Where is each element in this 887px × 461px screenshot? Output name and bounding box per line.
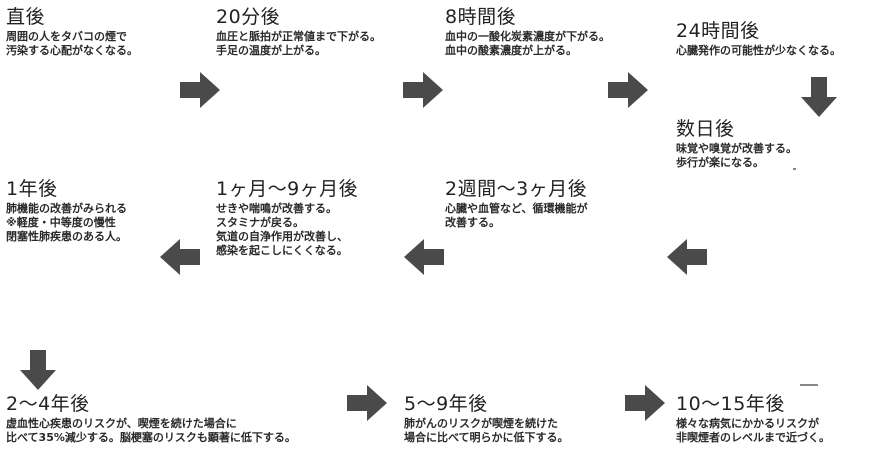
- step-few-days: 数日後 味覚や嗅覚が改善する。 歩行が楽になる。: [676, 118, 797, 170]
- step-20-minutes: 20分後 血圧と脈拍が正常値まで下がる。 手足の温度が上がる。: [216, 6, 381, 58]
- step-title: 8時間後: [445, 6, 517, 28]
- step-1-year: 1年後 肺機能の改善がみられる ※軽度・中等度の慢性 閉塞性肺疾患のある人。: [6, 178, 127, 244]
- step-title: 10〜15年後: [676, 393, 785, 415]
- step-2-4-years: 2〜4年後 虚血性心疾患のリスクが、喫煙を続けた場合に 比べて35%減少する。脳…: [6, 393, 296, 445]
- arrow-down-icon: [799, 77, 839, 117]
- step-title: 1ヶ月〜9ヶ月後: [216, 178, 359, 200]
- scan-artifact: [800, 384, 818, 386]
- step-description: 肺がんのリスクが喫煙を続けた 場合に比べて明らかに低下する。: [404, 417, 569, 444]
- arrow-left-icon: [404, 237, 444, 277]
- step-description: 血中の一酸化炭素濃度が下がる。 血中の酸素濃度が上がる。: [445, 30, 610, 57]
- step-title: 直後: [6, 6, 46, 28]
- arrow-right-icon: [347, 383, 387, 423]
- step-2-weeks-3-months: 2週間〜3ヶ月後 心臓や血管など、循環機能が 改善する。: [445, 178, 587, 230]
- arrow-right-icon: [625, 383, 665, 423]
- step-title: 5〜9年後: [404, 393, 488, 415]
- arrow-right-icon: [180, 70, 220, 110]
- step-title: 2〜4年後: [6, 393, 90, 415]
- step-title: 1年後: [6, 178, 58, 200]
- arrow-down-icon: [18, 350, 58, 390]
- step-description: 血圧と脈拍が正常値まで下がる。 手足の温度が上がる。: [216, 30, 381, 57]
- step-description: 心臓や血管など、循環機能が 改善する。: [445, 202, 588, 229]
- step-description: 味覚や嗅覚が改善する。 歩行が楽になる。: [676, 142, 797, 169]
- arrow-left-icon: [160, 237, 200, 277]
- step-10-15-years: 10〜15年後 様々な病気にかかるリスクが 非喫煙者のレベルまで近づく。: [676, 393, 830, 445]
- arrow-right-icon: [403, 70, 443, 110]
- step-description: せきや喘鳴が改善する。 スタミナが戻る。 気道の自浄作用が改善し、 感染を起こし…: [216, 202, 348, 257]
- step-description: 様々な病気にかかるリスクが 非喫煙者のレベルまで近づく。: [676, 417, 830, 444]
- arrow-right-icon: [608, 70, 648, 110]
- step-title: 20分後: [216, 6, 281, 28]
- step-5-9-years: 5〜9年後 肺がんのリスクが喫煙を続けた 場合に比べて明らかに低下する。: [404, 393, 569, 445]
- step-title: 数日後: [676, 118, 735, 140]
- step-1-9-months: 1ヶ月〜9ヶ月後 せきや喘鳴が改善する。 スタミナが戻る。 気道の自浄作用が改善…: [216, 178, 358, 258]
- step-description: 虚血性心疾患のリスクが、喫煙を続けた場合に 比べて35%減少する。脳梗塞のリスク…: [6, 417, 296, 444]
- step-8-hours: 8時間後 血中の一酸化炭素濃度が下がる。 血中の酸素濃度が上がる。: [445, 6, 610, 58]
- step-title: 2週間〜3ヶ月後: [445, 178, 588, 200]
- step-description: 肺機能の改善がみられる ※軽度・中等度の慢性 閉塞性肺疾患のある人。: [6, 202, 127, 243]
- step-title: 24時間後: [676, 20, 760, 42]
- step-immediately: 直後 周囲の人をタバコの煙で 汚染する心配がなくなる。: [6, 6, 138, 58]
- step-description: 心臓発作の可能性が少なくなる。: [676, 44, 841, 57]
- step-description: 周囲の人をタバコの煙で 汚染する心配がなくなる。: [6, 30, 138, 57]
- arrow-left-icon: [667, 237, 707, 277]
- step-24-hours: 24時間後 心臓発作の可能性が少なくなる。: [676, 20, 841, 58]
- scan-artifact: [793, 168, 796, 170]
